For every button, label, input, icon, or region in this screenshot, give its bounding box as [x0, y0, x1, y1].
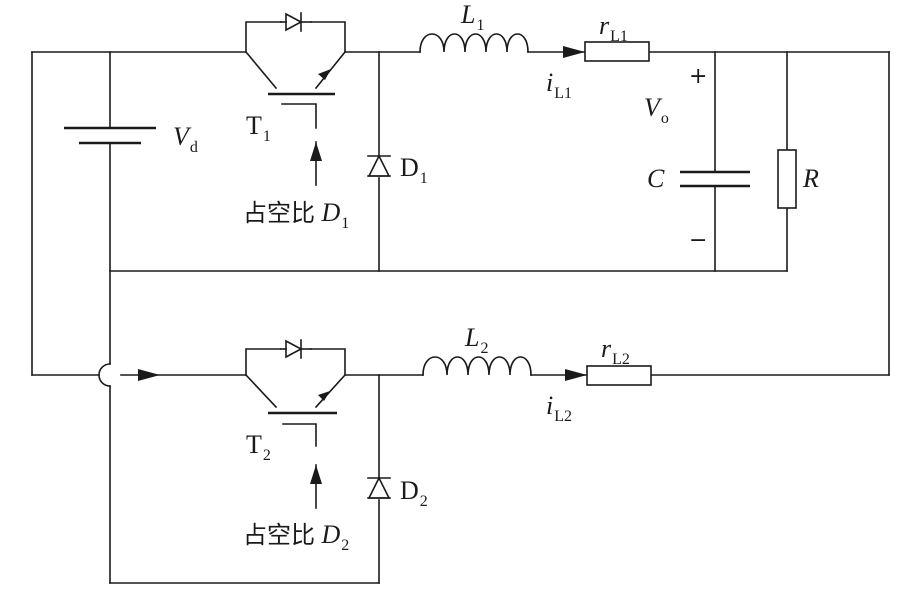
label-rl2: rL2: [601, 334, 630, 368]
label-rl1: rL1: [599, 11, 628, 45]
label-d1: D1: [400, 153, 428, 187]
wiring: [31, 51, 890, 584]
label-c: C: [647, 164, 665, 193]
inductor-l2: [422, 356, 532, 376]
igbt-t2: [244, 339, 347, 509]
igbt-t1: [244, 12, 347, 186]
label-plus: +: [689, 64, 708, 89]
label-minus: −: [689, 228, 708, 253]
resistor-rl2: [586, 365, 652, 386]
label-r: R: [803, 164, 819, 193]
diode-d1: [367, 154, 391, 177]
label-duty-d1: 占空比 D1: [243, 198, 350, 232]
label-d2: D2: [400, 476, 428, 510]
label-l2: L2: [465, 323, 489, 357]
label-il2: iL2: [546, 391, 573, 425]
label-duty-d2: 占空比 D2: [243, 520, 350, 554]
current-arrow-il2: [565, 369, 587, 381]
label-t1: T1: [246, 111, 271, 145]
current-arrow-il1: [563, 46, 585, 58]
label-il1: iL1: [546, 68, 573, 102]
dc-source-vd: [64, 126, 156, 145]
load-resistor-r: [777, 149, 797, 209]
diode-d2: [367, 476, 391, 499]
label-vo: Vo: [644, 93, 669, 127]
bottom-rail-arrow: [138, 369, 160, 381]
label-t2: T2: [246, 430, 271, 464]
capacitor-c: [680, 170, 750, 188]
label-l1: L1: [461, 0, 485, 34]
label-vd: Vd: [173, 122, 198, 156]
crossover-hop: [98, 363, 111, 387]
resistor-rl1: [584, 41, 650, 62]
inductor-l1: [419, 33, 529, 53]
